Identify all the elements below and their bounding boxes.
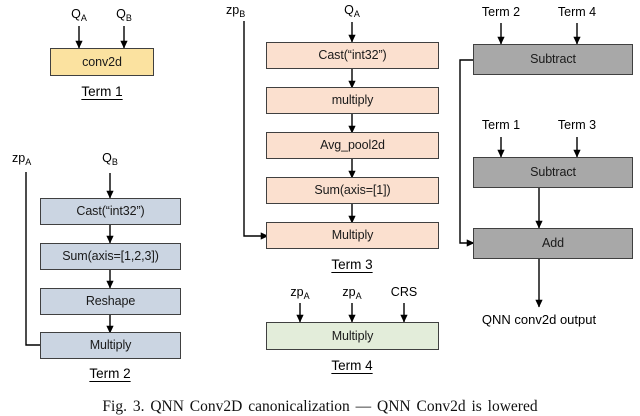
- combine-node-add[interactable]: Add: [473, 228, 633, 259]
- term1-caption: Term 1: [81, 84, 123, 99]
- term1-node-conv2d[interactable]: conv2d: [50, 48, 154, 76]
- term2-node-multiply[interactable]: Multiply: [40, 332, 181, 359]
- combine-node-subtract-2[interactable]: Subtract: [473, 157, 633, 188]
- term2-input-qb: QB: [102, 151, 118, 167]
- term4-caption: Term 4: [331, 358, 373, 373]
- combine-input-term2: Term 2: [481, 5, 521, 19]
- term2-caption: Term 2: [89, 366, 131, 381]
- term2-node-cast[interactable]: Cast(“int32”): [40, 198, 181, 225]
- term1-input-qb: QB: [116, 7, 132, 23]
- term3-caption: Term 3: [331, 257, 373, 272]
- term3-node-avgpool2d[interactable]: Avg_pool2d: [266, 132, 439, 159]
- term4-input-zpa-2: zpA: [342, 285, 362, 301]
- combine-input-term1: Term 1: [481, 118, 521, 132]
- term2-node-reshape[interactable]: Reshape: [40, 288, 181, 315]
- term3-node-cast[interactable]: Cast(“int32”): [266, 42, 439, 69]
- term4-node-multiply[interactable]: Multiply: [266, 322, 439, 350]
- term4-input-crs: CRS: [390, 285, 418, 299]
- figure-caption: Fig. 3. QNN Conv2D canonicalization — QN…: [102, 398, 538, 415]
- term2-input-zpa: zpA: [12, 151, 32, 167]
- term3-node-multiply[interactable]: Multiply: [266, 222, 439, 249]
- term4-input-zpa-1: zpA: [290, 285, 310, 301]
- term3-input-qa: QA: [344, 3, 360, 19]
- qnn-conv2d-output-label: QNN conv2d output: [481, 312, 597, 327]
- term3-node-sum[interactable]: Sum(axis=[1]): [266, 177, 439, 204]
- term1-input-qa: QA: [71, 7, 87, 23]
- combine-input-term3: Term 3: [557, 118, 597, 132]
- combine-input-term4: Term 4: [557, 5, 597, 19]
- combine-node-subtract-1[interactable]: Subtract: [473, 44, 633, 75]
- term3-input-zpb: zpB: [226, 3, 246, 19]
- term3-node-multiply-lower[interactable]: multiply: [266, 87, 439, 114]
- term2-node-sum[interactable]: Sum(axis=[1,2,3]): [40, 243, 181, 270]
